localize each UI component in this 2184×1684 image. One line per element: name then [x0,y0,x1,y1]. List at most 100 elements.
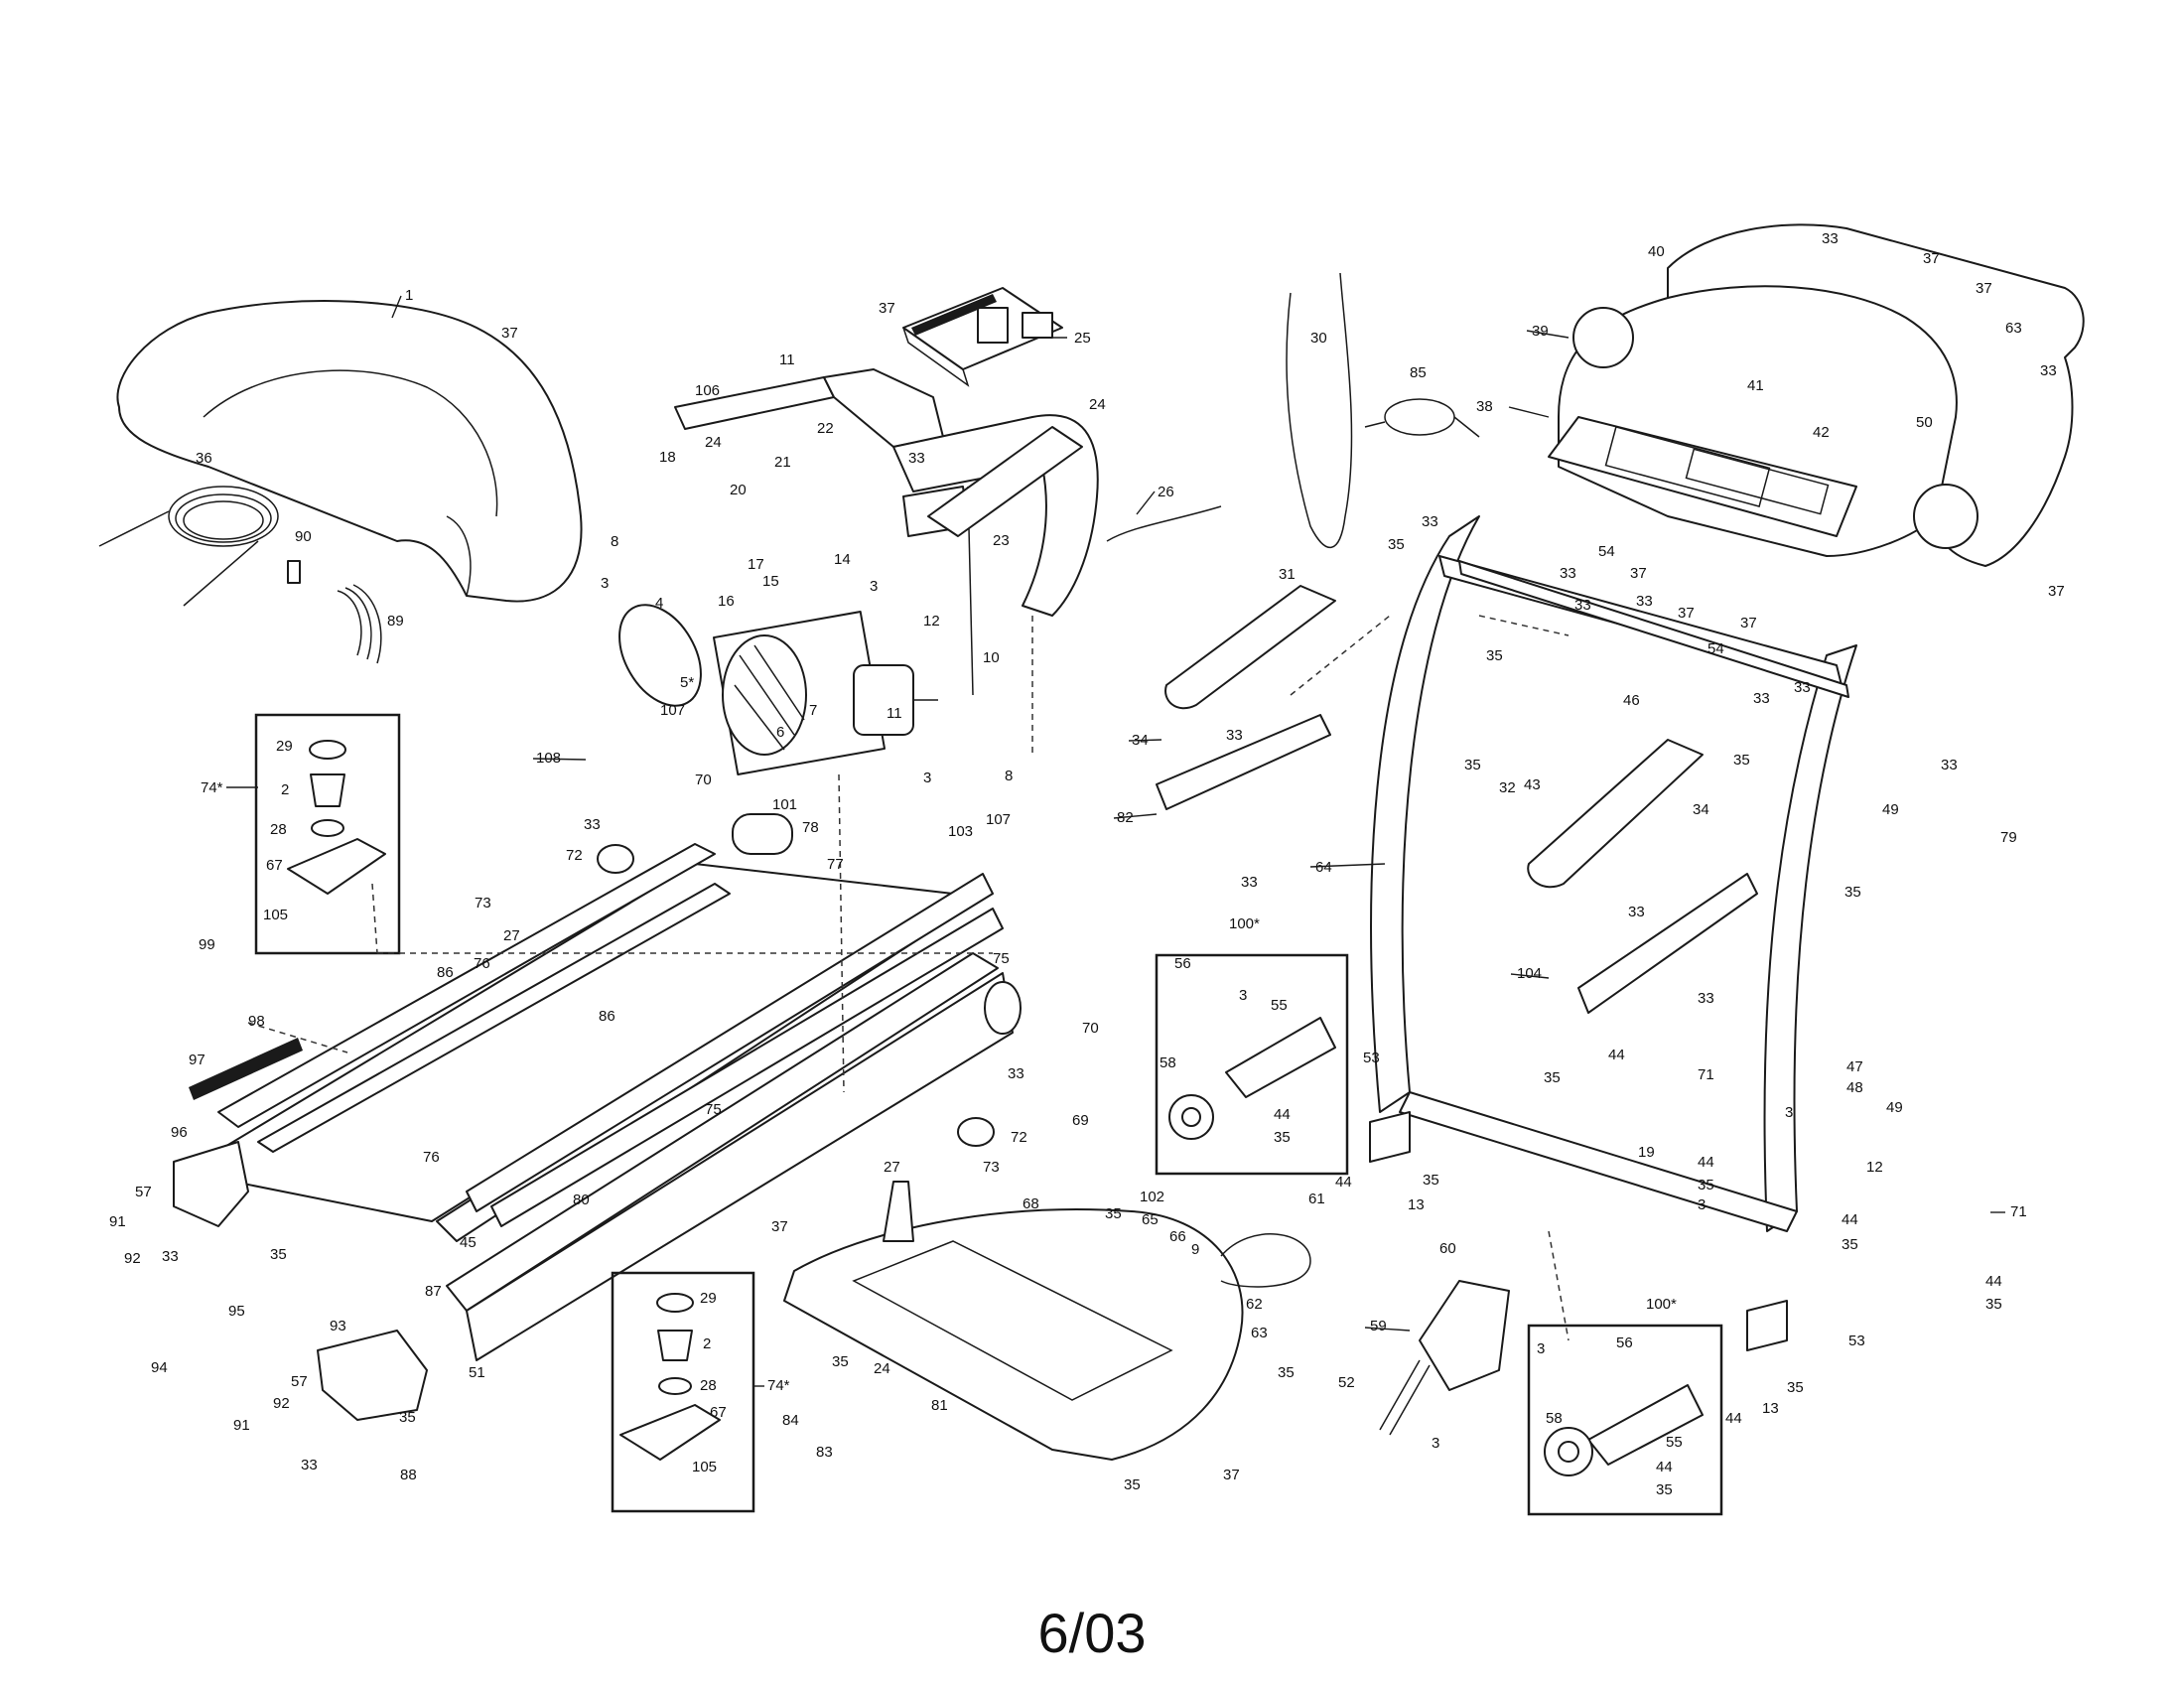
callout: 24 [1089,396,1106,413]
callout: 3 [1698,1196,1706,1213]
callout: 50 [1916,414,1933,431]
callout: 76 [474,955,490,972]
front-roller-part [732,813,793,855]
callout: 93 [330,1318,346,1334]
callout: 95 [228,1303,245,1320]
callout: 56 [1616,1334,1633,1351]
callout: 37 [1923,250,1940,267]
callout: 35 [1844,884,1861,901]
callout: 75 [993,950,1010,967]
callout: 33 [908,450,925,467]
callout: 33 [1698,990,1714,1007]
callout: 69 [1072,1112,1089,1129]
callout: 96 [171,1124,188,1141]
cable-coil-part [98,486,279,607]
callout: 36 [196,450,212,467]
callout: 44 [1985,1273,2002,1290]
isolator-part [597,844,634,874]
callout: 11 [779,351,795,368]
foot-assembly-top-part [287,740,386,895]
callout: 1 [405,287,413,304]
callout: 33 [2040,362,2057,379]
callout: 98 [248,1013,265,1030]
callout: 33 [1628,904,1645,920]
callout: 3 [1785,1104,1793,1121]
callout: 100* [1646,1296,1677,1313]
callout: 27 [503,927,520,944]
non-slip-strip-part [189,1038,303,1100]
callout: 33 [1241,874,1258,891]
dashed-connector [371,883,378,954]
callout: 54 [1707,640,1724,657]
callout: 88 [400,1467,417,1483]
drive-motor-part [712,611,938,775]
callout: 86 [599,1008,615,1025]
callout: 85 [1410,364,1427,381]
callout: 28 [270,821,287,838]
callout: 35 [1278,1364,1295,1381]
revision-date: 6/03 [1037,1602,1147,1664]
callout: 105 [263,907,288,923]
callout: 35 [1544,1069,1561,1086]
callout: 44 [1274,1106,1291,1123]
callout: 35 [1698,1177,1714,1193]
callout: 8 [611,533,618,550]
callout: 42 [1813,424,1830,441]
callout: 76 [423,1149,440,1166]
callout: 61 [1308,1191,1325,1207]
callout: 37 [1223,1467,1240,1483]
callout: 79 [2000,829,2017,846]
callout: 17 [748,556,764,573]
callout: 35 [1388,536,1405,553]
callout: 34 [1693,801,1709,818]
callout: 46 [1623,692,1640,709]
callout: 35 [1464,757,1481,773]
callout: 41 [1747,377,1764,394]
callout: 11 [887,705,902,722]
callout: 40 [1648,243,1665,260]
callout: 62 [1246,1296,1263,1313]
callout: 25 [1074,330,1091,347]
callout: 66 [1169,1228,1186,1245]
callout: 87 [425,1283,442,1300]
callout: 33 [1794,679,1811,696]
rear-endcap-left-part [173,1141,249,1227]
wheel-assembly-bottom-part [1544,1384,1704,1476]
mount-plate-part [927,426,1083,537]
callout: 33 [1226,727,1243,744]
console-cable-part [1364,398,1480,438]
callout: 108 [536,750,561,767]
callout-labels: 1 37 11 106 36 90 89 18 24 20 21 22 8 3 … [109,230,2065,1498]
callout: 35 [270,1246,287,1263]
callout: 64 [1315,859,1332,876]
callout: 13 [1408,1196,1425,1213]
callout: 71 [2010,1203,2027,1220]
callout: 74* [201,779,223,796]
callout: 81 [931,1397,948,1414]
callout: 32 [1499,779,1516,796]
upright-frame-part [1369,515,1857,1351]
safety-tether-part [1286,272,1353,548]
callout: 37 [501,325,518,342]
callout: 33 [1941,757,1958,773]
callout: 105 [692,1459,717,1475]
detail-box-74-bottom [611,1271,755,1513]
callout: 33 [1822,230,1839,247]
callout: 3 [870,578,878,595]
callout: 99 [199,936,215,953]
callout: 107 [986,811,1011,828]
dashed-connector [838,773,845,1093]
callout: 73 [983,1159,1000,1176]
callout: 37 [1740,615,1757,632]
rear-endcap-right-part [317,1330,428,1421]
console-assembly-part [1548,223,2085,567]
callout: 27 [884,1159,900,1176]
callout: 5* [680,674,694,691]
callout: 13 [1762,1400,1779,1417]
callout: 12 [923,613,940,630]
detail-box-100-top [1155,953,1349,1176]
callout: 84 [782,1412,799,1429]
callout: 43 [1524,776,1541,793]
wheel-assembly-top-part [1168,1017,1336,1140]
callout: 33 [1574,597,1591,614]
